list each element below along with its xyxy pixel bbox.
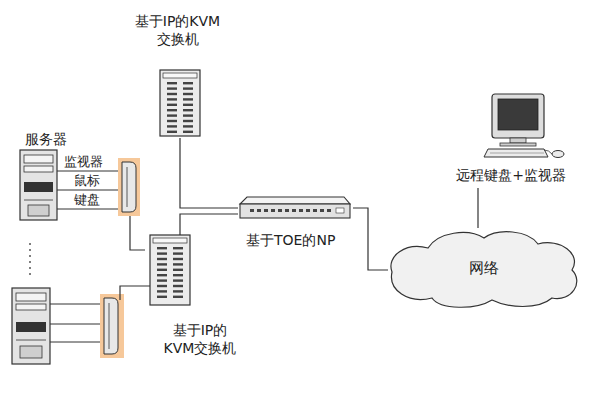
- node-label: 服务器: [15, 130, 77, 148]
- remote-console: 远程键盘+监视器: [440, 92, 582, 188]
- server-tower: [12, 288, 50, 364]
- connector-line: [180, 138, 238, 208]
- kvm-switch: 基于IP的 KVM交换机: [145, 235, 255, 360]
- node-label: 网络: [388, 259, 580, 277]
- connector-line: [478, 188, 479, 228]
- ellipsis-dots: [29, 243, 31, 275]
- network-cloud: 网络: [388, 228, 580, 308]
- connector-line: [180, 214, 238, 235]
- network-processor: 基于TOE的NP: [238, 196, 353, 250]
- connector-path: [130, 220, 145, 250]
- signal-label: 键盘: [74, 192, 100, 208]
- node-label: 基于IP的 KVM交换机: [145, 321, 255, 357]
- signal-label: 鼠标: [74, 173, 100, 189]
- node-label: 基于IP的KVM 交换机: [130, 12, 225, 48]
- connector-line: [130, 220, 145, 250]
- signal-label: 监视器: [64, 154, 103, 170]
- cable: [50, 304, 104, 342]
- connector-path: [180, 138, 238, 208]
- connector-path: [180, 214, 238, 235]
- connector-line: [353, 208, 388, 270]
- kvm-switch: 基于IP的KVM 交换机: [130, 8, 225, 138]
- node-label: 远程键盘+监视器: [440, 166, 582, 184]
- node-label: 基于TOE的NP: [246, 231, 353, 249]
- connector-path: [477, 188, 478, 228]
- connector-path: [353, 208, 388, 270]
- cable: [120, 286, 150, 300]
- kvm-connector: [100, 294, 124, 358]
